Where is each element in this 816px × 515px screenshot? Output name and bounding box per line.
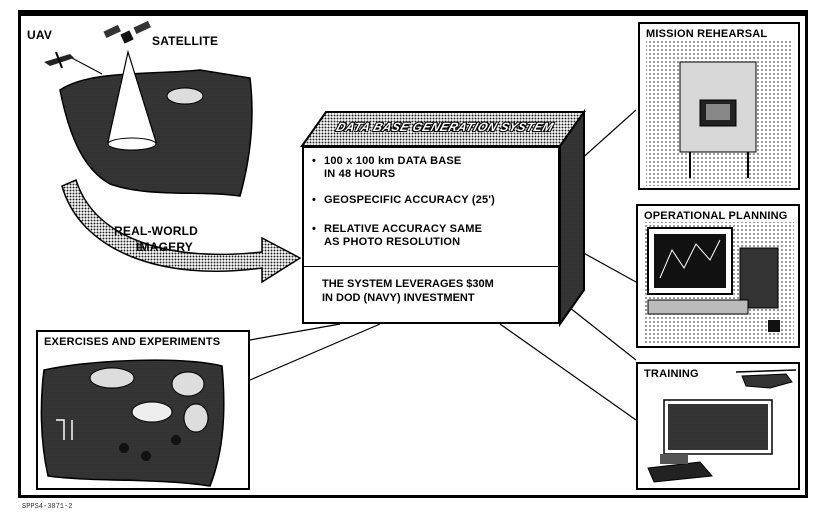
panel-mission-rehearsal: MISSION REHEARSAL bbox=[638, 22, 800, 190]
database-box bbox=[302, 146, 560, 324]
exercises-map bbox=[40, 359, 225, 487]
bullet-text: GEOSPECIFIC ACCURACY (25') bbox=[324, 194, 496, 206]
bullet-text: 100 x 100 km DATA BASE IN 48 HOURS bbox=[324, 155, 462, 180]
leverage-statement: THE SYSTEM LEVERAGES $30M IN DOD (NAVY) … bbox=[322, 278, 494, 304]
satellite-icon bbox=[103, 20, 151, 44]
operational-planning-photo bbox=[644, 222, 794, 344]
bullet-icon: • bbox=[312, 194, 317, 206]
panel-title: TRAINING bbox=[644, 368, 699, 380]
box-divider bbox=[304, 266, 558, 267]
panel-title: EXERCISES AND EXPERIMENTS bbox=[44, 336, 221, 348]
panel-exercises: EXERCISES AND EXPERIMENTS bbox=[36, 330, 250, 490]
db-box-side bbox=[559, 108, 585, 328]
panel-title: MISSION REHEARSAL bbox=[646, 28, 768, 40]
uav-icon bbox=[44, 51, 103, 75]
bullet-text: RELATIVE ACCURACY SAME AS PHOTO RESOLUTI… bbox=[324, 223, 483, 248]
imagery-label-line2: IMAGERY bbox=[136, 240, 193, 254]
connector-training-2 bbox=[559, 299, 637, 361]
panel-training: TRAINING bbox=[636, 362, 800, 490]
imagery-arrow bbox=[61, 178, 302, 284]
figure-code: SPPS4-3071-2 bbox=[22, 503, 73, 511]
bullet-item: • RELATIVE ACCURACY SAME AS PHOTO RESOLU… bbox=[312, 223, 482, 249]
panel-title: OPERATIONAL PLANNING bbox=[644, 210, 788, 222]
terrain-map bbox=[59, 69, 253, 197]
database-box-title: DATA BASE GENERATION SYSTEM bbox=[334, 120, 556, 134]
terrain-highlight bbox=[166, 87, 204, 105]
bullet-item: • 100 x 100 km DATA BASE IN 48 HOURS bbox=[312, 155, 461, 181]
bullet-icon: • bbox=[312, 155, 317, 167]
connector-exercises-2 bbox=[249, 323, 341, 341]
imagery-label-line1: REAL-WORLD bbox=[114, 224, 198, 238]
bullet-icon: • bbox=[312, 223, 317, 235]
uav-label: UAV bbox=[27, 28, 53, 42]
bullet-item: • GEOSPECIFIC ACCURACY (25') bbox=[312, 194, 495, 207]
mission-rehearsal-photo bbox=[646, 40, 792, 186]
connector-exercises bbox=[249, 323, 381, 381]
connector-training bbox=[499, 323, 637, 421]
panel-operational-planning: OPERATIONAL PLANNING bbox=[636, 204, 800, 348]
satellite-label: SATELLITE bbox=[152, 34, 219, 48]
training-photo bbox=[647, 369, 797, 483]
